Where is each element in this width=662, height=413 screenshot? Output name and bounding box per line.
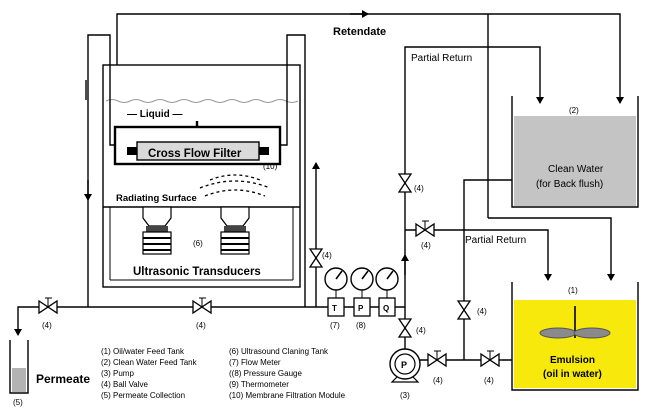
permeate-collection — [9, 340, 29, 394]
ultrasonic-transducers-label: Ultrasonic Transducers — [133, 266, 261, 278]
valve-number: (4) — [484, 376, 494, 385]
pump-symbol: P — [401, 360, 407, 370]
instrument-boxes — [327, 290, 396, 317]
clean-water-number: (2) — [569, 106, 579, 115]
valve-number: (4) — [196, 321, 206, 330]
filter-number: (10) — [263, 162, 278, 171]
transducer-right — [220, 206, 250, 255]
clean-water-sublabel: (for Back flush) — [536, 179, 603, 190]
legend-item: (3) Pump — [101, 369, 134, 378]
liquid-surface — [105, 99, 299, 103]
emulsion-tank — [511, 282, 639, 391]
clean-water-tank — [511, 96, 639, 208]
ball-valve-permeate — [38, 297, 58, 315]
ball-valve-bottom-mid — [192, 297, 212, 315]
valve-number: (4) — [42, 321, 52, 330]
pressure-symbol: P — [358, 304, 364, 313]
clean-water-label: Clean Water — [548, 164, 604, 175]
emulsion-number: (1) — [568, 286, 578, 295]
legend-item: (2) Clean Water Feed Tank — [101, 358, 198, 367]
legend-item: (7) Flow Meter — [229, 358, 281, 367]
partial-return-mid-label: Partial Return — [465, 235, 526, 246]
flow-meter-symbol: T — [332, 304, 337, 313]
ball-valve-emulsion — [480, 350, 500, 368]
valve-number: (4) — [414, 184, 424, 193]
ultrasonic-waves — [199, 174, 271, 197]
emulsion-label: Emulsion — [550, 355, 595, 366]
cross-flow-filter-label: Cross Flow Filter — [148, 148, 242, 160]
emulsion-sublabel: (oil in water) — [543, 369, 602, 380]
valve-number: (4) — [421, 241, 431, 250]
liquid-label: — Liquid — — [127, 109, 183, 120]
ultrasonic-cleaning-tank — [102, 64, 301, 288]
valve-number: (4) — [433, 376, 443, 385]
retendate-label: Retendate — [333, 26, 386, 38]
ball-valve-top-return — [397, 173, 413, 193]
ball-valve-inlet — [308, 248, 324, 268]
permeate-number: (5) — [13, 398, 23, 407]
q-symbol: Q — [383, 304, 389, 313]
ball-valve-mid-return — [415, 220, 435, 238]
permeate-label: Permeate — [36, 372, 90, 386]
radiating-surface-label: Radiating Surface — [116, 193, 197, 204]
legend: (1) Oil/water Feed Tank (2) Clean Water … — [101, 347, 346, 400]
flow-meter-number: (7) — [330, 321, 340, 330]
valve-number: (4) — [477, 307, 487, 316]
ball-valve-clean-water — [456, 300, 472, 320]
ball-valve-pump-inlet — [427, 350, 447, 368]
transducer-left — [142, 206, 172, 255]
pressure-gauge-number: (8) — [356, 321, 366, 330]
legend-item: (9) Thermometer — [229, 380, 289, 389]
valve-number: (4) — [416, 326, 426, 335]
legend-item: (6) Ultrasound Claning Tank — [229, 347, 329, 356]
ball-valve-pump-outlet — [397, 318, 413, 338]
legend-item: (10) Membrane Filtration Module — [229, 391, 346, 400]
legend-item: (5) Permeate Collection — [101, 391, 185, 400]
legend-item: (1) Oil/water Feed Tank — [101, 347, 185, 356]
partial-return-top-label: Partial Return — [411, 53, 472, 64]
valve-number: (4) — [322, 251, 332, 260]
legend-item: (4) Ball Valve — [101, 380, 149, 389]
pump — [389, 348, 421, 383]
pressure-gauges — [324, 267, 399, 291]
transducer-number: (6) — [193, 239, 203, 248]
legend-item: ((8) Pressure Gauge — [229, 369, 302, 378]
pump-number: (3) — [400, 391, 410, 400]
